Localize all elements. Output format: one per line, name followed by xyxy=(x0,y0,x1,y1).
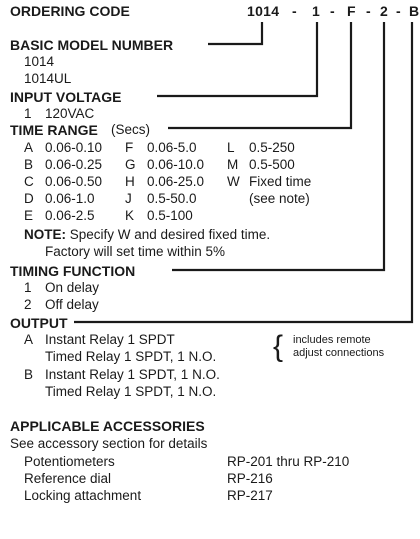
code-separator: - xyxy=(330,3,335,19)
range-value: 0.06-0.50 xyxy=(45,174,103,189)
code-separator: - xyxy=(292,3,297,19)
range-code: K xyxy=(125,208,135,223)
brace-note-line1: includes remote xyxy=(293,334,371,346)
function-label: Off delay xyxy=(45,297,99,312)
voltage-label: 120VAC xyxy=(45,106,95,121)
timing-function-heading: TIMING FUNCTION xyxy=(10,263,136,279)
accessories-subtitle: See accessory section for details xyxy=(10,436,208,451)
code-model: 1014 xyxy=(247,3,280,19)
accessory-part: RP-201 thru RP-210 xyxy=(227,454,350,469)
basic-model-heading: BASIC MODEL NUMBER xyxy=(10,37,174,53)
range-code: W xyxy=(227,174,240,189)
range-value: 0.06-2.5 xyxy=(45,208,95,223)
code-function: 2 xyxy=(380,3,389,19)
range-code: A xyxy=(24,140,34,155)
output-code: B xyxy=(24,367,34,382)
code-output: B xyxy=(409,3,420,19)
accessory-name: Reference dial xyxy=(24,471,112,486)
range-value: 0.5-50.0 xyxy=(147,191,197,206)
range-code: G xyxy=(125,157,136,172)
range-value: Fixed time xyxy=(249,174,312,189)
function-code: 2 xyxy=(24,297,32,312)
note-label: NOTE: xyxy=(24,227,66,242)
time-range-note-line2: Factory will set time within 5% xyxy=(45,244,226,259)
accessories-heading: APPLICABLE ACCESSORIES xyxy=(10,418,205,434)
ordering-code-label: ORDERING CODE xyxy=(10,3,130,19)
code-separator: - xyxy=(396,3,401,19)
accessory-part: RP-216 xyxy=(227,471,273,486)
code-separator: - xyxy=(366,3,371,19)
accessory-name: Locking attachment xyxy=(24,488,142,503)
time-range-note: NOTE: Specify W and desired fixed time. xyxy=(24,227,270,243)
range-value: 0.5-500 xyxy=(249,157,295,172)
range-value: 0.06-0.25 xyxy=(45,157,103,172)
accessory-name: Potentiometers xyxy=(24,454,115,469)
range-value: 0.06-0.10 xyxy=(45,140,103,155)
brace-note-line2: adjust connections xyxy=(293,347,385,359)
accessory-part: RP-217 xyxy=(227,488,273,503)
connector-range xyxy=(168,22,353,130)
output-heading: OUTPUT xyxy=(10,315,68,331)
connector-function xyxy=(172,22,386,272)
range-value: (see note) xyxy=(249,191,310,206)
range-code: E xyxy=(24,208,34,223)
range-code: M xyxy=(227,157,239,172)
basic-model-item: 1014UL xyxy=(24,71,72,86)
connector-voltage xyxy=(157,22,319,98)
basic-model-item: 1014 xyxy=(24,54,55,69)
range-value: 0.06-1.0 xyxy=(45,191,95,206)
code-range: F xyxy=(347,3,356,19)
code-voltage: 1 xyxy=(312,3,321,19)
note-text: Specify W and desired fixed time. xyxy=(66,227,271,242)
function-code: 1 xyxy=(24,280,32,295)
range-value: 0.5-100 xyxy=(147,208,193,223)
range-code: L xyxy=(227,140,235,155)
range-code: C xyxy=(24,174,34,189)
function-label: On delay xyxy=(45,280,100,295)
output-line: Timed Relay 1 SPDT, 1 N.O. xyxy=(45,349,217,364)
output-line: Instant Relay 1 SPDT, 1 N.O. xyxy=(45,367,220,382)
range-code: B xyxy=(24,157,34,172)
connector-model xyxy=(208,22,264,46)
range-value: 0.06-5.0 xyxy=(147,140,197,155)
voltage-code: 1 xyxy=(24,106,32,121)
range-value: 0.06-25.0 xyxy=(147,174,205,189)
output-code: A xyxy=(24,332,34,347)
range-value: 0.06-10.0 xyxy=(147,157,205,172)
range-code: J xyxy=(125,191,132,206)
brace-icon: { xyxy=(273,330,284,363)
range-value: 0.5-250 xyxy=(249,140,295,155)
time-range-unit: (Secs) xyxy=(111,122,151,137)
time-range-heading: TIME RANGE xyxy=(10,122,98,138)
range-code: F xyxy=(125,140,134,155)
range-code: D xyxy=(24,191,34,206)
output-line: Instant Relay 1 SPDT xyxy=(45,332,175,347)
output-line: Timed Relay 1 SPDT, 1 N.O. xyxy=(45,384,217,399)
range-code: H xyxy=(125,174,135,189)
input-voltage-heading: INPUT VOLTAGE xyxy=(10,89,122,105)
connector-output xyxy=(74,22,414,324)
